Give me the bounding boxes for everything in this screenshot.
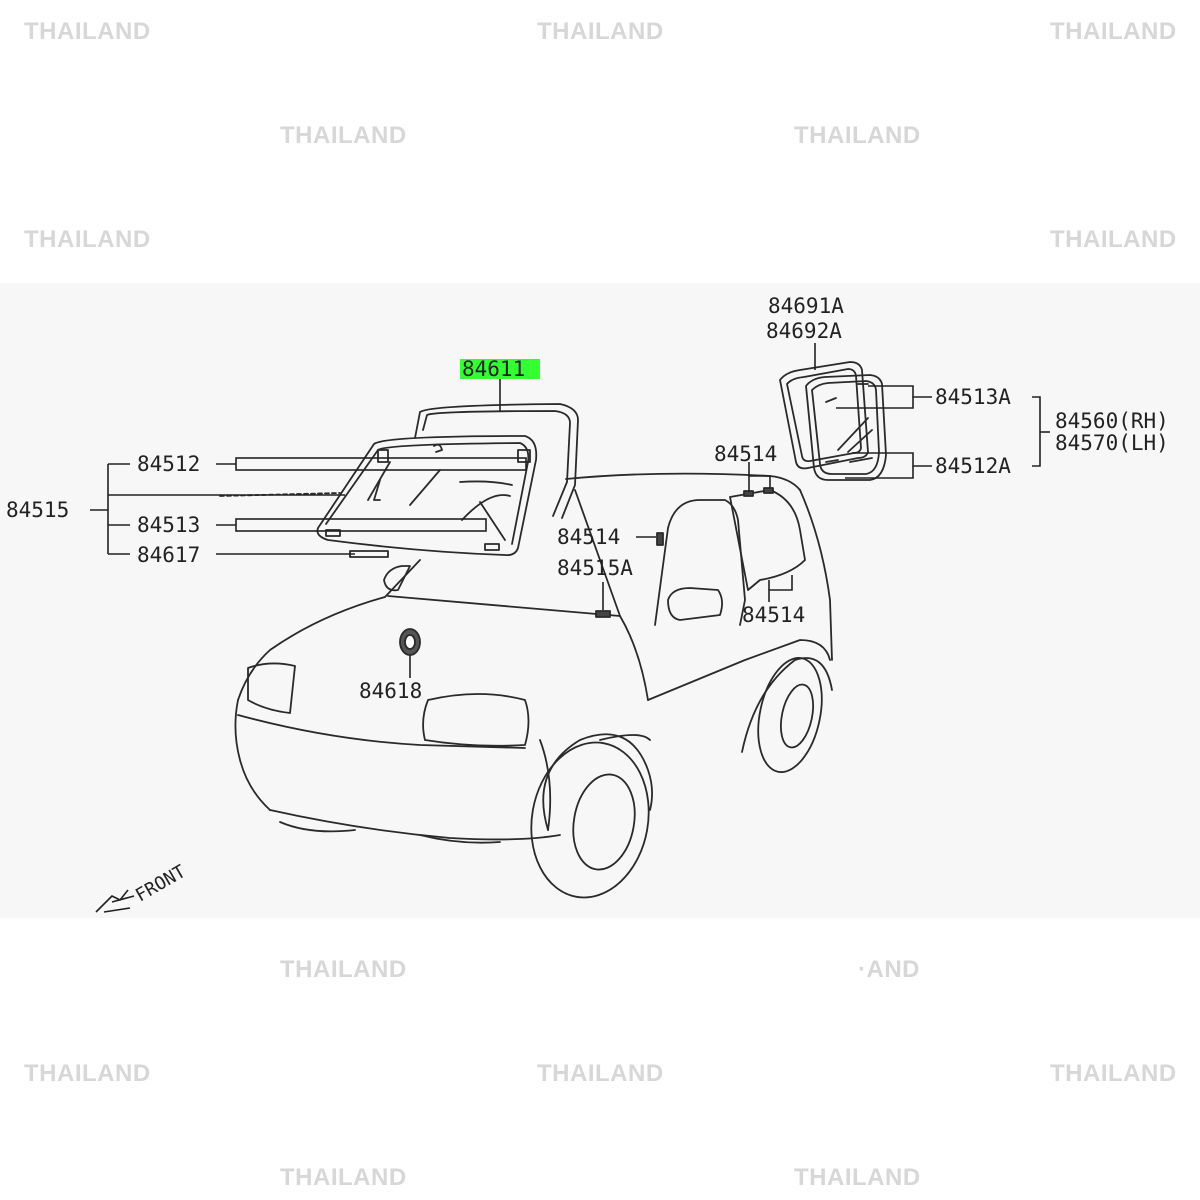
label-84570-lh: 84570(LH) bbox=[1055, 431, 1169, 455]
label-84513: 84513 bbox=[137, 513, 200, 537]
label-84512: 84512 bbox=[137, 452, 200, 476]
watermark-text-partial: ·AND bbox=[858, 956, 920, 983]
watermark-text: THAILAND bbox=[1050, 226, 1177, 253]
watermark-text: THAILAND bbox=[24, 226, 151, 253]
watermark-text: THAILAND bbox=[794, 1164, 921, 1191]
label-84515: 84515 bbox=[6, 498, 69, 522]
label-84691A: 84691A bbox=[768, 294, 844, 318]
label-84514-right: 84514 bbox=[742, 603, 805, 627]
label-front: FRONT bbox=[132, 861, 190, 906]
label-84618: 84618 bbox=[359, 679, 422, 703]
watermark-text: THAILAND bbox=[280, 956, 407, 983]
watermark-text: THAILAND bbox=[794, 122, 921, 149]
part-highlight bbox=[460, 359, 540, 379]
label-84514-top: 84514 bbox=[714, 442, 777, 466]
diagram-background bbox=[0, 283, 1200, 918]
watermark-text: THAILAND bbox=[1050, 18, 1177, 45]
label-84560-rh: 84560(RH) bbox=[1055, 409, 1169, 433]
watermark-text: THAILAND bbox=[537, 1060, 664, 1087]
part-labels: 84611 84691A 84692A 84513A 84512A 84560(… bbox=[6, 294, 1169, 906]
label-84513A: 84513A bbox=[935, 385, 1011, 409]
watermark-text: THAILAND bbox=[280, 1164, 407, 1191]
label-84512A: 84512A bbox=[935, 454, 1011, 478]
watermark-text: THAILAND bbox=[1050, 1060, 1177, 1087]
watermark-text: THAILAND bbox=[24, 1060, 151, 1087]
watermark-text: THAILAND bbox=[537, 18, 664, 45]
label-84617: 84617 bbox=[137, 543, 200, 567]
label-84692A: 84692A bbox=[766, 319, 842, 343]
watermark-text: THAILAND bbox=[24, 18, 151, 45]
label-84515A: 84515A bbox=[557, 556, 633, 580]
leader-lines bbox=[90, 343, 1050, 913]
vehicle-outline bbox=[234, 472, 833, 899]
label-84611: 84611 bbox=[462, 357, 525, 381]
windshield-glass bbox=[219, 403, 579, 592]
label-84514-mid: 84514 bbox=[557, 525, 620, 549]
watermark-text: THAILAND bbox=[280, 122, 407, 149]
quarter-glass bbox=[779, 361, 887, 481]
